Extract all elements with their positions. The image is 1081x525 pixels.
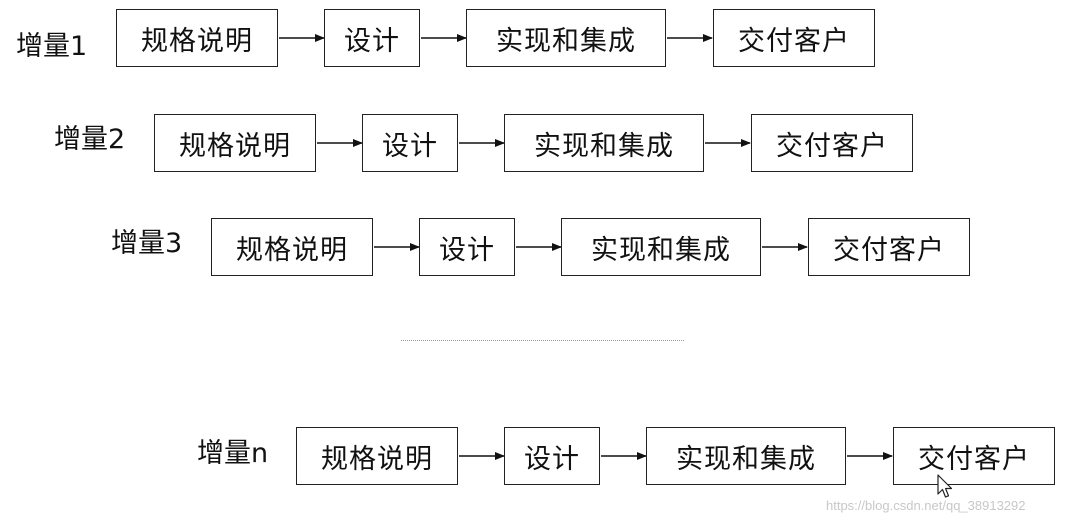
watermark-text: https://blog.csdn.net/qq_38913292 — [826, 498, 1026, 513]
stage-implementation-2: 实现和集成 — [504, 114, 704, 172]
stage-specification-n: 规格说明 — [296, 427, 458, 485]
increment-label-n: 增量n — [197, 438, 269, 469]
mouse-cursor-icon — [937, 474, 953, 498]
stage-design-3: 设计 — [419, 218, 515, 276]
stage-implementation-n: 实现和集成 — [646, 427, 846, 485]
stage-design-n: 设计 — [504, 427, 600, 485]
stage-design-2: 设计 — [362, 114, 458, 172]
increment-label-2: 增量2 — [54, 124, 126, 155]
increment-label-1: 增量1 — [16, 31, 88, 62]
increment-label-3: 增量3 — [111, 228, 183, 259]
stage-specification-1: 规格说明 — [116, 9, 278, 67]
stage-design-1: 设计 — [324, 9, 420, 67]
stage-delivery-n: 交付客户 — [893, 427, 1055, 485]
stage-specification-2: 规格说明 — [154, 114, 316, 172]
stage-delivery-1: 交付客户 — [713, 9, 875, 67]
stage-implementation-3: 实现和集成 — [561, 218, 761, 276]
ellipsis-separator — [401, 340, 684, 341]
stage-delivery-2: 交付客户 — [751, 114, 913, 172]
stage-specification-3: 规格说明 — [211, 218, 373, 276]
stage-implementation-1: 实现和集成 — [466, 9, 666, 67]
stage-delivery-3: 交付客户 — [808, 218, 970, 276]
